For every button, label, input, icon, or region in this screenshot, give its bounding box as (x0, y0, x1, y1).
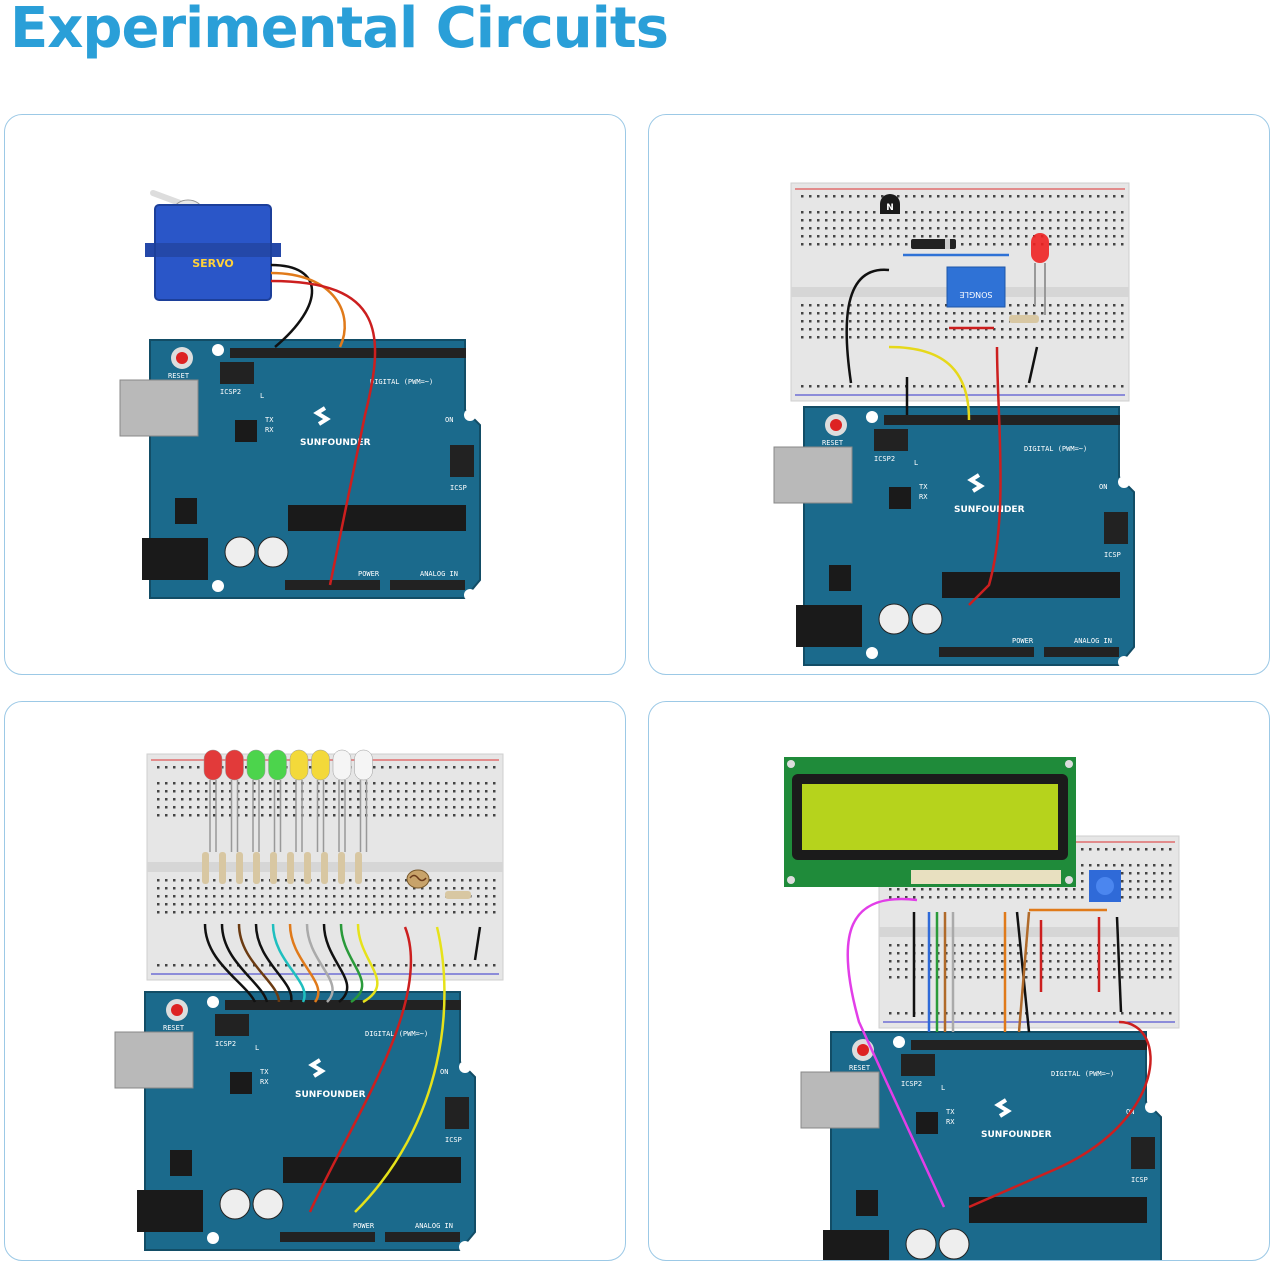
lcd-wires (846, 897, 1152, 1209)
relay-wires (845, 253, 1039, 606)
led (354, 749, 373, 781)
rx-label: RX (265, 426, 274, 434)
tx-label: TX (265, 416, 274, 424)
resistor (355, 852, 362, 884)
brand-label: SUNFOUNDER (954, 505, 1025, 515)
led (332, 749, 352, 781)
reset-label: RESET (849, 1064, 871, 1072)
led-wires (202, 852, 379, 1004)
l-label: L (255, 1044, 259, 1052)
page-title: Experimental Circuits (10, 0, 669, 61)
brand-label: SUNFOUNDER (300, 438, 371, 448)
resistor (445, 891, 471, 899)
diode (911, 239, 956, 249)
transistor: N (880, 194, 900, 214)
l-label: L (941, 1084, 945, 1092)
l-label: L (260, 392, 264, 400)
led (246, 749, 266, 781)
icsp-label: ICSP (445, 1136, 462, 1144)
resistor (270, 852, 277, 884)
led (203, 749, 223, 781)
l-label: L (914, 459, 918, 467)
power-label: POWER (358, 570, 380, 578)
lcd1602 (784, 757, 1076, 887)
digital-label: DIGITAL (PWM=~) (370, 378, 433, 386)
on-label: ON (445, 416, 453, 424)
resistor (219, 852, 226, 884)
led (289, 749, 309, 781)
icsp2-label: ICSP2 (901, 1080, 922, 1088)
resistor (287, 852, 294, 884)
servo-wires (270, 263, 377, 586)
on-label: ON (1099, 483, 1107, 491)
resistor (338, 852, 345, 884)
sensor-wires (308, 926, 482, 1213)
analog-label: ANALOG IN (415, 1222, 453, 1230)
digital-label: DIGITAL (PWM=~) (1024, 445, 1087, 453)
icsp2-label: ICSP2 (220, 388, 241, 396)
rx-label: RX (919, 493, 928, 501)
led (225, 749, 244, 781)
brand-label: SUNFOUNDER (981, 1130, 1052, 1140)
icsp-label: ICSP (1131, 1176, 1148, 1184)
led (311, 749, 330, 781)
resistor (1009, 315, 1039, 323)
servo-motor: SERVO (145, 190, 281, 301)
resistor (321, 852, 328, 884)
analog-label: ANALOG IN (420, 570, 458, 578)
relay: SONGLE (946, 266, 1006, 308)
photoresistor (406, 869, 430, 889)
red-led (1031, 233, 1049, 315)
resistor (202, 852, 209, 884)
reset-label: RESET (822, 439, 844, 447)
rx-label: RX (260, 1078, 269, 1086)
relay-label: SONGLE (959, 290, 992, 299)
tx-label: TX (946, 1108, 955, 1116)
transistor-label: N (886, 203, 894, 213)
brand-label: SUNFOUNDER (295, 1090, 366, 1100)
reset-label: RESET (168, 372, 190, 380)
led-row (203, 749, 373, 852)
tx-label: TX (919, 483, 928, 491)
icsp2-label: ICSP2 (874, 455, 895, 463)
tx-label: TX (260, 1068, 269, 1076)
resistor (304, 852, 311, 884)
power-label: POWER (353, 1222, 375, 1230)
resistor (253, 852, 260, 884)
reset-label: RESET (163, 1024, 185, 1032)
led (268, 749, 287, 781)
icsp-label: ICSP (450, 484, 467, 492)
potentiometer (1089, 870, 1121, 902)
digital-label: DIGITAL (PWM=~) (1051, 1070, 1114, 1078)
icsp2-label: ICSP2 (215, 1040, 236, 1048)
servo-label: SERVO (192, 257, 234, 270)
icsp-label: ICSP (1104, 551, 1121, 559)
power-label: POWER (1012, 637, 1034, 645)
on-label: ON (440, 1068, 448, 1076)
rx-label: RX (946, 1118, 955, 1126)
analog-label: ANALOG IN (1074, 637, 1112, 645)
resistor (236, 852, 243, 884)
